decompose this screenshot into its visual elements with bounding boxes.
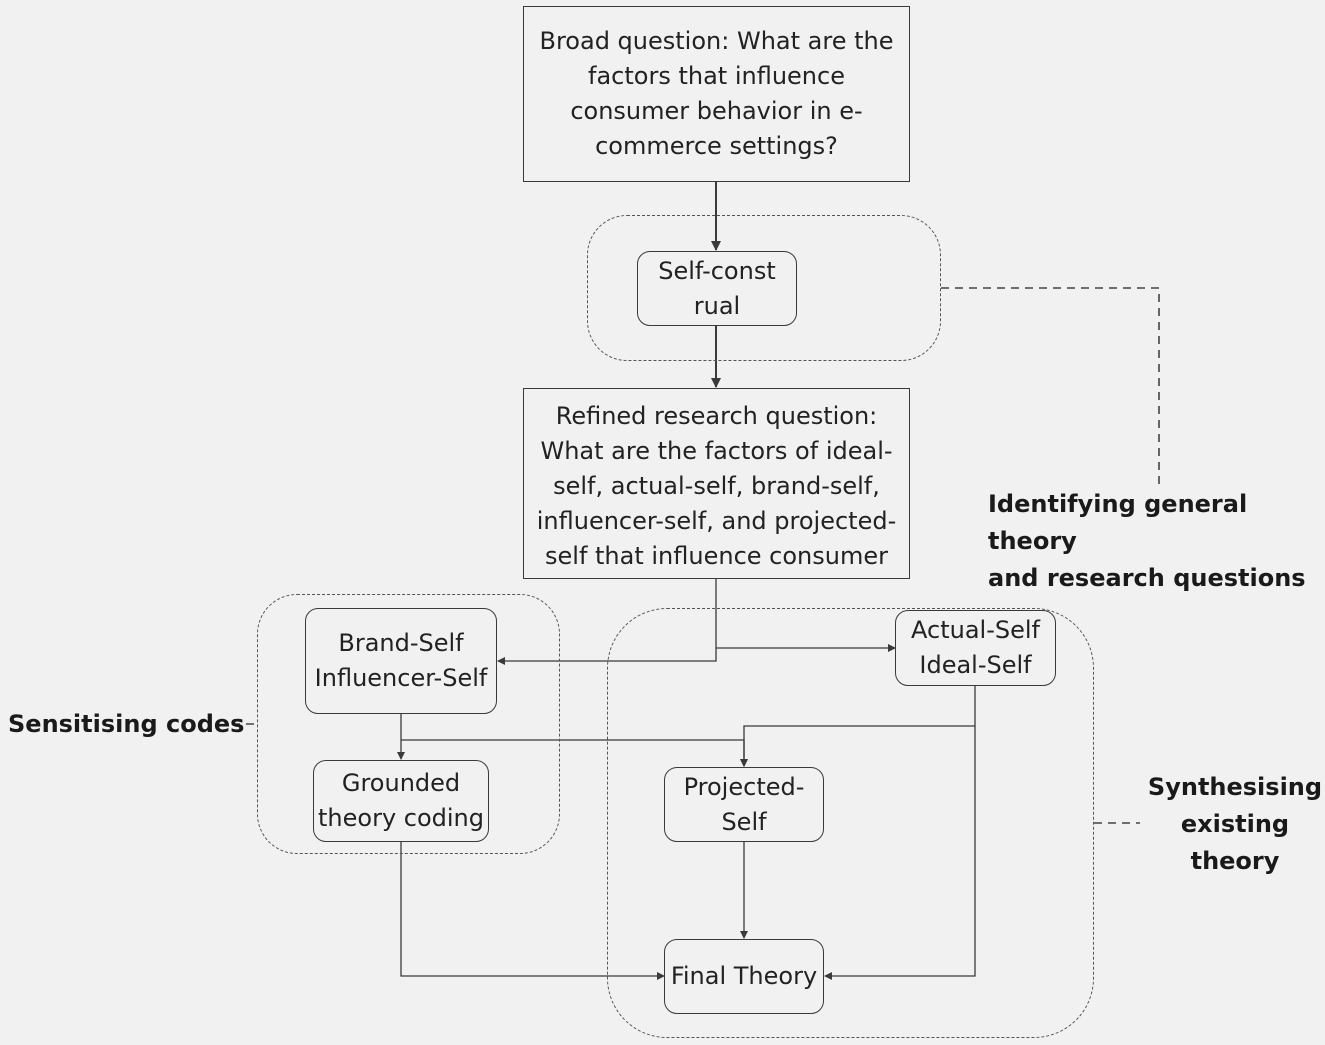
leader-identifying [941, 287, 1160, 487]
broad-question-text: Broad question: What are the factors tha… [539, 27, 894, 160]
projected-self-box: Projected- Self [664, 767, 824, 842]
group-sensitising [257, 594, 560, 854]
identifying-line2: and research questions [988, 564, 1306, 592]
synthesising-line1: Synthesising [1147, 773, 1323, 801]
sensitising-label: Sensitising codes [8, 706, 244, 743]
actual-self-text: Actual-Self [911, 616, 1040, 644]
influencer-self-text: Influencer-Self [314, 664, 488, 692]
refined-question-box: Refined research question: What are the … [523, 388, 910, 579]
theory-coding-text: theory coding [318, 804, 484, 832]
identifying-label: Identifying general theory and research … [988, 486, 1325, 597]
broad-question-box: Broad question: What are the factors tha… [523, 6, 910, 182]
final-theory-text: Final Theory [670, 962, 818, 990]
actual-ideal-box: Actual-Self Ideal-Self [895, 610, 1056, 686]
self-text: Self [721, 807, 767, 836]
sensitising-text: Sensitising codes [8, 710, 245, 738]
group-synthesising [607, 608, 1094, 1038]
synthesising-line3: theory [1190, 847, 1280, 875]
grounded-theory-box: Grounded theory coding [313, 760, 489, 842]
arrow-grounded-to-final [400, 842, 665, 980]
self-construal-box: Self-construal [637, 251, 797, 326]
ideal-self-text: Ideal-Self [919, 651, 1032, 679]
identifying-line1: Identifying general theory [988, 490, 1248, 555]
grounded-text: Grounded [341, 769, 461, 797]
brand-self-text: Brand-Self [338, 629, 464, 657]
synthesising-label: Synthesising existing theory [1146, 769, 1324, 880]
refined-question-text: Refined research question: What are the … [536, 402, 897, 570]
group-self-construal [587, 215, 941, 361]
arrow-actual-ideal-to-final [824, 726, 976, 980]
arrow-refined-to-brand-influencer [497, 579, 717, 665]
final-theory-box: Final Theory [664, 939, 824, 1014]
projected-text: Projected- [683, 772, 805, 801]
arrow-actual-ideal-to-projected [740, 686, 976, 767]
self-construal-text: Self-construal [658, 256, 776, 320]
synthesising-line2: existing [1180, 810, 1290, 838]
brand-influencer-box: Brand-Self Influencer-Self [305, 608, 497, 714]
